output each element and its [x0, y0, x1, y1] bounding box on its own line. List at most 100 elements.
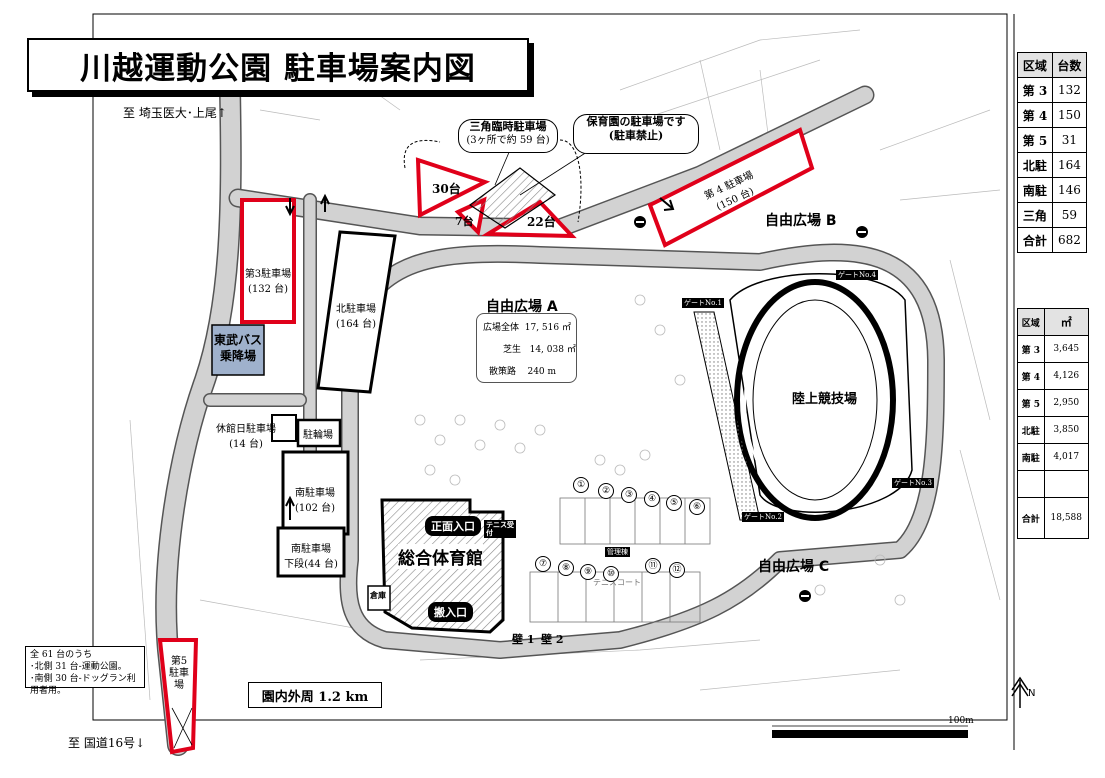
gate-2-label: ゲートNo.2: [742, 512, 784, 522]
area-cell: 合計: [1017, 497, 1045, 539]
warehouse-label: 倉庫: [370, 590, 386, 600]
count-cell: 第 5: [1017, 127, 1053, 153]
parking-5-label: 第5 駐車場: [169, 656, 189, 691]
count-cell: 三角: [1017, 202, 1053, 228]
count-cell: 第 3: [1017, 77, 1053, 103]
area-cell: 4,017: [1043, 443, 1090, 471]
area-label-path: 散策路: [489, 367, 517, 377]
north-parking-name: 北駐車場: [336, 304, 376, 315]
main-entrance-label: 正面入口: [425, 516, 481, 536]
area-label-lawn: 芝生: [503, 345, 522, 355]
triangle-parking-sub: (3ヶ所で約 59 台): [466, 135, 550, 146]
plaza-a-label: 自由広場 A: [486, 299, 558, 315]
table-row: [1017, 470, 1090, 498]
area-cell: 3,645: [1043, 335, 1090, 363]
north-parking-count: (164 台): [335, 319, 377, 330]
holiday-parking-count: (14 台): [229, 439, 263, 450]
count-cell: 146: [1051, 177, 1088, 203]
bus-stop-label: 東武バス 乗降場: [214, 332, 262, 364]
south-parking-count: (102 台): [294, 503, 336, 514]
triangle-lot-a: 30台: [432, 182, 461, 196]
tennis-court-3: ③: [621, 487, 637, 503]
south-parking-name: 南駐車場: [295, 488, 335, 499]
south-lower-parking-label: 南駐車場 下段(44 台): [282, 540, 340, 570]
area-header-sqm: ㎡: [1043, 308, 1090, 336]
bus-stop-line2: 乗降場: [219, 349, 256, 363]
triangle-lot-b: 7台: [455, 215, 474, 228]
north-label: N: [1028, 688, 1036, 699]
gym-label: 総合体育館: [398, 544, 483, 569]
south-lower-parking-name: 南駐車場: [291, 544, 331, 555]
tennis-court-11: ⑪: [645, 558, 661, 574]
count-cell: 59: [1051, 202, 1088, 228]
area-cell: 第 5: [1017, 389, 1045, 417]
count-cell: 北駐: [1017, 152, 1053, 178]
area-cell: 南駐: [1017, 443, 1045, 471]
count-cell: 150: [1051, 102, 1088, 128]
triangle-lot-c: 22台: [527, 215, 556, 229]
area-cell: 3,850: [1043, 416, 1090, 444]
bicycle-parking-label: 駐輪場: [303, 430, 333, 441]
count-header-area: 区域: [1017, 52, 1053, 78]
parking-3-count: (132 台): [247, 284, 289, 295]
scale-label: 100m: [948, 716, 974, 726]
area-header-area: 区域: [1017, 308, 1045, 336]
tennis-court-label: テニスコート: [593, 578, 641, 587]
count-cell: 31: [1051, 127, 1088, 153]
count-cell: 682: [1051, 227, 1088, 253]
area-cell: [1017, 470, 1045, 498]
plaza-a-area-box: 広場全体 17, 516 ㎡ 芝生 14, 038 ㎡ 散策路 240 m: [476, 313, 577, 383]
count-cell: 第 4: [1017, 102, 1053, 128]
count-header-cars: 台数: [1051, 52, 1088, 78]
parking-5-note: 全 61 台のうち ･北側 31 台-運動公園。 ･南側 30 台-ドッグラン利…: [25, 646, 145, 696]
note-line3: ･南側 30 台-ドッグラン利用者用。: [30, 674, 136, 696]
plaza-b-label: 自由広場 B: [765, 213, 837, 229]
area-cell: 第 3: [1017, 335, 1045, 363]
count-cell: 132: [1051, 77, 1088, 103]
wall-2-label: 壁 2: [541, 633, 564, 646]
tennis-court-2: ②: [598, 483, 614, 499]
area-cell: 第 4: [1017, 362, 1045, 390]
direction-north: 至 埼玉医大･上尾↑: [123, 106, 227, 120]
count-cell: 164: [1051, 152, 1088, 178]
note-line1: 全 61 台のうち: [30, 650, 93, 660]
map-title: 川越運動公園 駐車場案内図: [27, 38, 529, 92]
direction-south: 至 国道16号↓: [68, 736, 146, 750]
area-cell: 4,126: [1043, 362, 1090, 390]
area-row-lawn: 芝生 14, 038 ㎡: [503, 342, 576, 355]
management-label: 管理棟: [605, 547, 630, 557]
gate-1-label: ゲートNo.1: [682, 298, 724, 308]
tennis-court-6: ⑥: [689, 499, 705, 515]
area-label-total: 広場全体: [483, 323, 520, 333]
tennis-court-5: ⑤: [666, 495, 682, 511]
tennis-court-8: ⑧: [558, 560, 574, 576]
tennis-court-4: ④: [644, 491, 660, 507]
stadium-label: 陸上競技場: [792, 392, 858, 407]
area-cell: 北駐: [1017, 416, 1045, 444]
area-value-lawn: 14, 038 ㎡: [529, 345, 576, 355]
triangle-parking-callout: 三角臨時駐車場 (3ヶ所で約 59 台): [458, 119, 558, 153]
nursery-callout: 保育園の駐車場です (駐車禁止): [573, 114, 699, 154]
tennis-office-label: テニス受付: [484, 520, 516, 538]
loading-entrance-label: 搬入口: [428, 602, 473, 622]
lap-distance: 園内外周 1.2 km: [248, 682, 382, 708]
count-cell: 合計: [1017, 227, 1053, 253]
tennis-court-12: ⑫: [669, 562, 685, 578]
south-lower-parking-sub: 下段(44 台): [284, 559, 338, 570]
bus-stop-line1: 東武バス: [214, 333, 263, 347]
south-parking-label: 南駐車場 (102 台): [290, 484, 340, 514]
plaza-c-label: 自由広場 C: [758, 559, 830, 575]
holiday-parking-name: 休館日駐車場: [216, 424, 276, 435]
wall-1-label: 壁 1: [512, 633, 535, 646]
